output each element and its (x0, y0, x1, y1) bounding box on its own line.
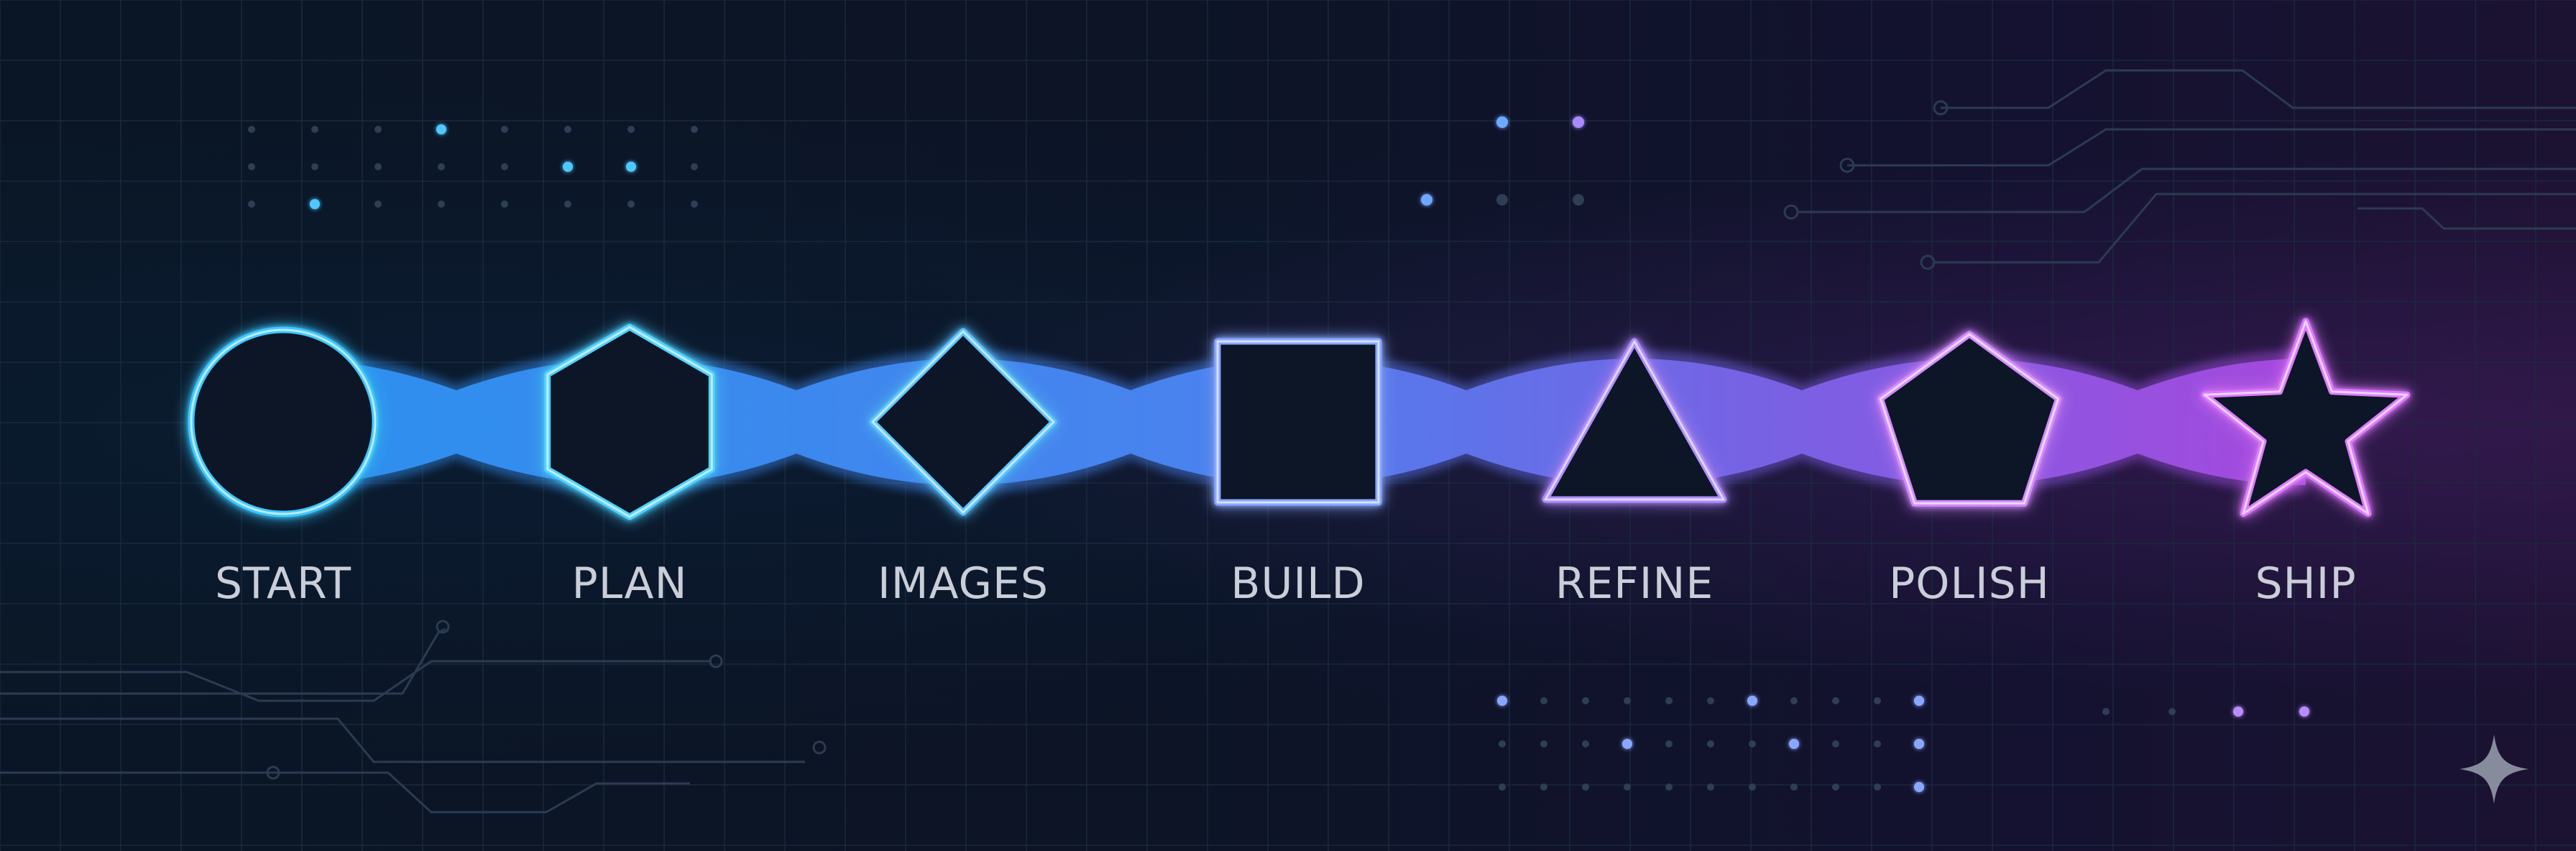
stage-refine-triangle-icon (1542, 338, 1727, 503)
stage-plan-hexagon-icon (544, 323, 715, 520)
dot-clusters (248, 116, 2309, 792)
stage-images-diamond-icon (869, 328, 1057, 516)
stage-polish-highlight (1879, 333, 2060, 505)
stage-shapes (188, 318, 2411, 520)
circuit-traces-bottom-left (0, 620, 827, 814)
stage-images-highlight (871, 330, 1055, 514)
stage-ship-star-icon (2201, 318, 2411, 518)
stage-start-circle-icon (188, 326, 379, 518)
stage-plan-highlight (546, 326, 713, 518)
stage-polish-pentagon-icon (1877, 331, 2062, 507)
sparkle-icon (2460, 735, 2529, 804)
stage-refine-highlight (1544, 340, 1725, 501)
stage-ship-highlight (2203, 320, 2409, 515)
stage-start-highlight (190, 328, 377, 515)
stage-build-highlight (1216, 340, 1380, 504)
circuit-traces-top-right (1783, 69, 2576, 270)
stage-build-square-icon (1214, 338, 1382, 506)
